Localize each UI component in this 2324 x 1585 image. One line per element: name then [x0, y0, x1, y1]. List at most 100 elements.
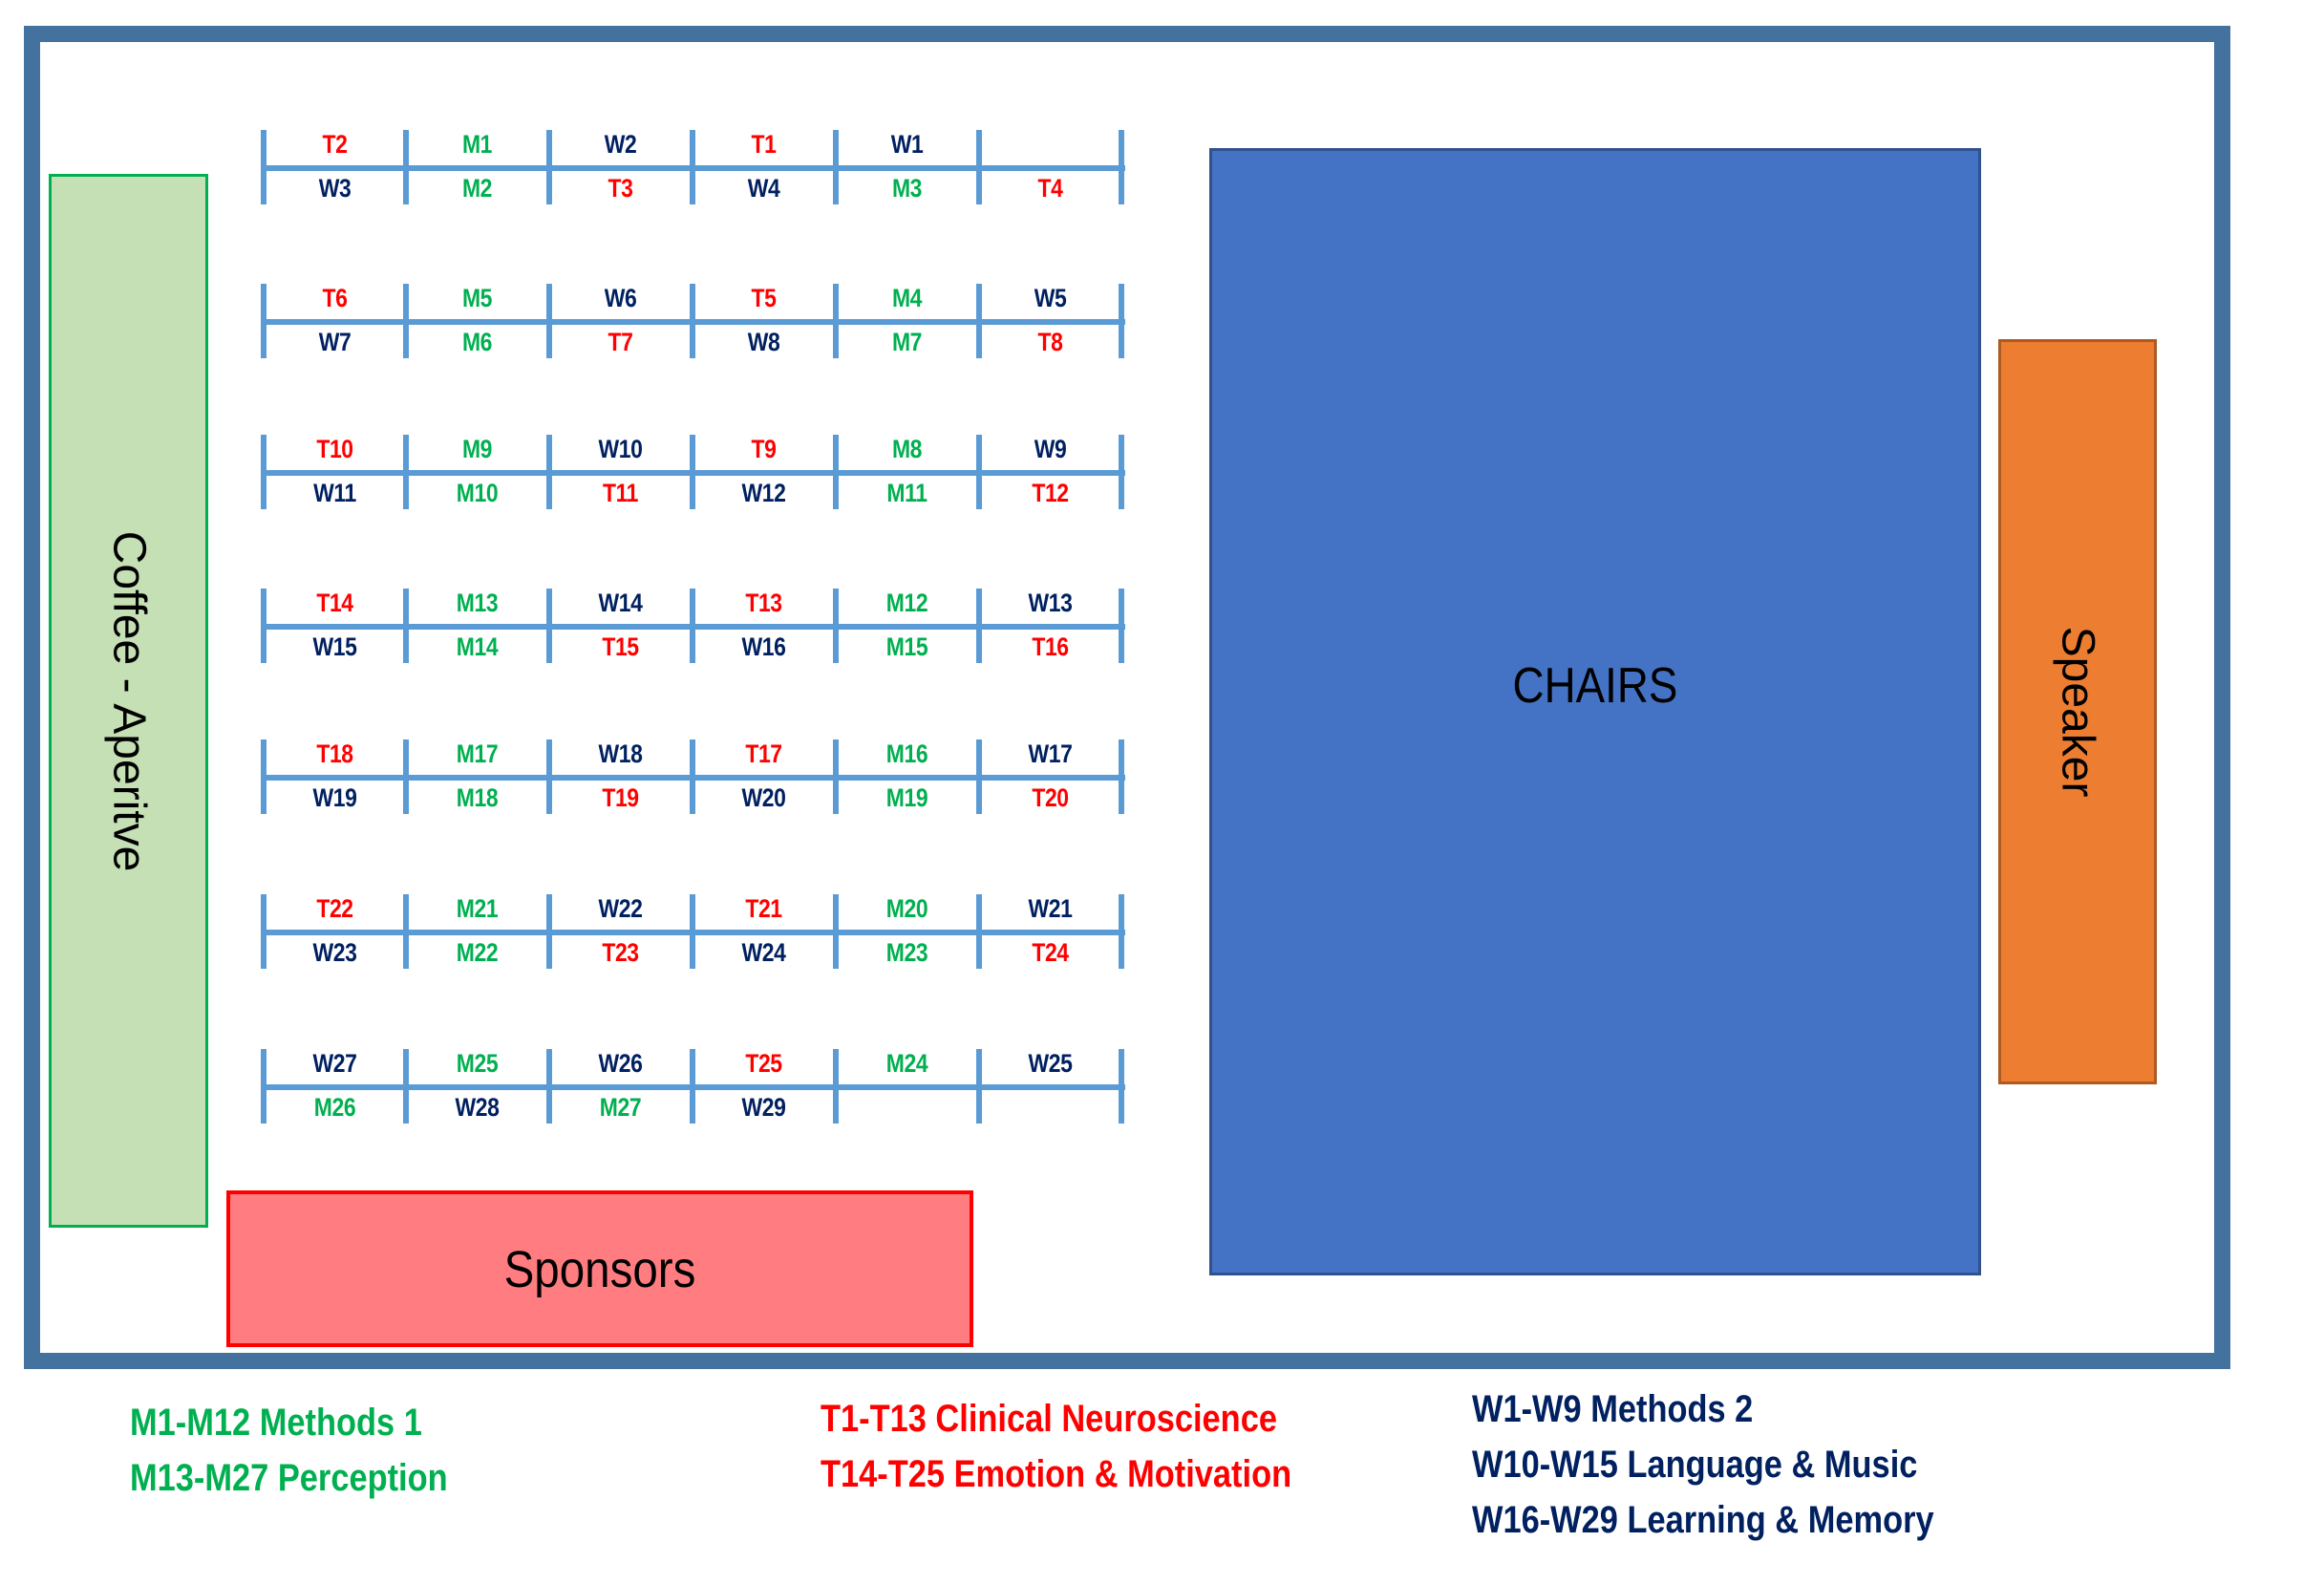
- sponsors-label: Sponsors: [503, 1241, 696, 1298]
- stand-separator: [976, 589, 982, 663]
- poster-id: T22: [316, 894, 353, 923]
- stand-separator: [976, 435, 982, 509]
- chairs-label: CHAIRS: [1512, 658, 1678, 714]
- poster-id: M12: [885, 589, 928, 617]
- legend-clinical-emotion: T1-T13 Clinical Neuroscience T14-T25 Emo…: [821, 1391, 1291, 1502]
- poster-id: M4: [891, 284, 923, 312]
- stand-separator: [690, 739, 695, 814]
- poster-id: W16: [741, 632, 786, 661]
- poster-id: M10: [456, 479, 499, 507]
- poster-id: M7: [891, 328, 923, 356]
- poster-stand: M24: [836, 1049, 978, 1125]
- stand-separator: [261, 739, 267, 814]
- stand-separator: [546, 130, 552, 204]
- stand-separator: [833, 589, 839, 663]
- poster-id: W12: [741, 479, 786, 507]
- legend-item: M1-M12 Methods 1: [130, 1402, 422, 1444]
- poster-id: W13: [1028, 589, 1073, 617]
- stand-separator: [833, 1049, 839, 1124]
- stand-separator: [261, 1049, 267, 1124]
- poster-id: M14: [456, 632, 499, 661]
- poster-id: M23: [885, 938, 928, 967]
- stand-separator: [546, 894, 552, 969]
- stand-separator: [690, 894, 695, 969]
- stand-separator: [976, 284, 982, 358]
- poster-id: M22: [456, 938, 499, 967]
- poster-id: W19: [312, 783, 357, 812]
- poster-id: W6: [604, 284, 637, 312]
- chairs-area: CHAIRS: [1209, 148, 1981, 1275]
- stand-separator: [403, 739, 409, 814]
- stand-separator: [546, 589, 552, 663]
- poster-id: W20: [741, 783, 786, 812]
- stand-separator: [261, 284, 267, 358]
- speaker-label: Speaker: [2052, 626, 2103, 798]
- poster-id: W9: [1034, 435, 1067, 463]
- poster-id: T25: [745, 1049, 782, 1078]
- sponsors-area: Sponsors: [226, 1190, 973, 1347]
- legend-item: M13-M27 Perception: [130, 1457, 448, 1499]
- poster-id: W5: [1034, 284, 1067, 312]
- poster-id: T12: [1032, 479, 1069, 507]
- poster-id: W14: [598, 589, 643, 617]
- poster-id: M24: [885, 1049, 928, 1078]
- legend-item: W16-W29 Learning & Memory: [1472, 1499, 1934, 1541]
- poster-id: T5: [751, 284, 777, 312]
- stand-separator: [690, 1049, 695, 1124]
- poster-id: T9: [751, 435, 777, 463]
- poster-id: W25: [1028, 1049, 1073, 1078]
- stand-separator: [976, 894, 982, 969]
- speaker-area: Speaker: [1998, 339, 2157, 1084]
- poster-id: M8: [891, 435, 923, 463]
- stand-separator: [976, 1049, 982, 1124]
- stand-separator: [1119, 284, 1124, 358]
- poster-id: T14: [316, 589, 353, 617]
- poster-id: T8: [1037, 328, 1063, 356]
- stand-separator: [261, 894, 267, 969]
- stand-separator: [1119, 130, 1124, 204]
- stand-separator: [690, 284, 695, 358]
- stand-separator: [833, 435, 839, 509]
- poster-id: T18: [316, 739, 353, 768]
- poster-id: M27: [599, 1093, 642, 1122]
- poster-id: T2: [322, 130, 348, 159]
- stand-separator: [833, 284, 839, 358]
- stand-separator: [546, 1049, 552, 1124]
- poster-id: W1: [890, 130, 924, 159]
- poster-id: W8: [747, 328, 780, 356]
- stand-separator: [403, 284, 409, 358]
- poster-id: M26: [313, 1093, 356, 1122]
- poster-id: T11: [602, 479, 639, 507]
- poster-id: M25: [456, 1049, 499, 1078]
- poster-id: W15: [312, 632, 357, 661]
- stand-separator: [546, 435, 552, 509]
- poster-id: T6: [322, 284, 348, 312]
- stand-separator: [690, 589, 695, 663]
- legend-methods2-language-learning: W1-W9 Methods 2 W10-W15 Language & Music…: [1472, 1382, 1934, 1548]
- stand-separator: [1119, 739, 1124, 814]
- poster-id: M13: [456, 589, 499, 617]
